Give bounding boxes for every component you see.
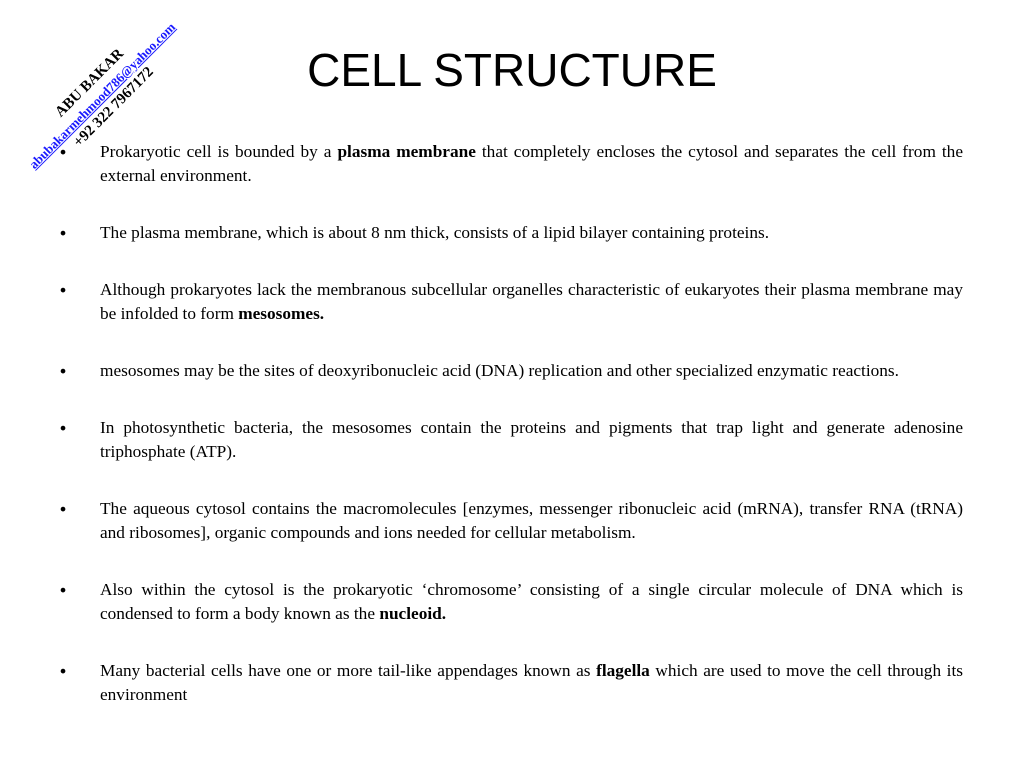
bullet-bold-term: mesosomes. [238,304,325,323]
bullet-text: mesosomes may be the sites of deoxyribon… [100,361,899,380]
bullet-item: • The aqueous cytosol contains the macrom… [60,497,963,545]
bullet-marker: • [60,280,67,300]
bullet-marker: • [60,661,67,681]
bullet-bold-term: nucleoid. [379,604,447,623]
bullet-marker: • [60,580,67,600]
bullet-marker: • [60,499,67,519]
bullet-item: • In photosynthetic bacteria, the mesosom… [60,416,963,464]
bullet-marker: • [60,142,67,162]
bullet-item: • Many bacterial cells have one or more t… [60,659,963,707]
bullet-text: The plasma membrane, which is about 8 nm… [100,223,770,242]
bullet-item: • Although prokaryotes lack the membranou… [60,278,963,326]
bullet-bold-term: plasma membrane [337,142,476,161]
bullet-marker: • [60,223,67,243]
bullet-text: The aqueous cytosol contains the macromo… [100,499,963,542]
bullet-text: Prokaryotic cell is bounded by a [100,142,338,161]
bullet-text: that completely encloses the cytosol and… [100,142,963,185]
bullet-text: Although prokaryotes lack the membranous… [100,280,963,323]
slide-title: CELL STRUCTURE [307,44,717,96]
bullet-item: • mesosomes may be the sites of deoxyribo… [60,359,963,383]
bullet-text: Many bacterial cells have one or more ta… [100,661,597,680]
bullet-text: Also within the cytosol is the prokaryot… [100,580,963,623]
bullet-list: • Prokaryotic cell is bounded by a plasma… [60,140,963,740]
bullet-text: which are used to move the cell through … [100,661,963,704]
bullet-marker: • [60,418,67,438]
bullet-item: • Also within the cytosol is the prokaryo… [60,578,963,626]
bullet-item: • Prokaryotic cell is bounded by a plasma… [60,140,963,188]
bullet-bold-term: flagella [596,661,650,680]
bullet-item: • The plasma membrane, which is about 8 n… [60,221,963,245]
bullet-marker: • [60,361,67,381]
bullet-text: In photosynthetic bacteria, the mesosome… [100,418,963,461]
